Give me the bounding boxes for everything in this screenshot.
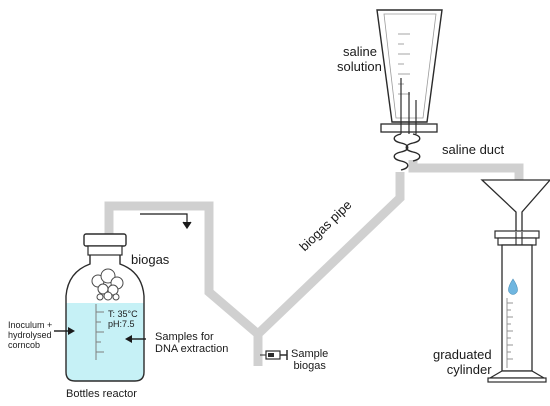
saline-solution-label-line2: solution [337,59,382,74]
cloud-bubbles-icon [91,268,124,301]
saline-solution-label: saline solution [337,44,382,74]
inoculum-arrow [54,327,75,335]
saline-duct-label: saline duct [442,142,505,157]
biogas-pipe-diagonal [254,172,405,338]
conditions-label: T: 35°C pH:7.5 [108,309,138,329]
sample-biogas-label-line1: Sample [291,348,329,360]
biogas-pipe-from-reactor [104,201,261,338]
biogas-label: biogas [131,252,170,267]
dna-samples-label: Samples for DNA extraction [155,331,228,355]
graduated-cylinder-label-line2: cylinder [446,362,492,377]
graduated-cylinder-label-line1: graduated [433,347,492,362]
inoculum-label-line2: hydrolysed [8,330,52,340]
temperature-label: T: 35°C [108,309,138,319]
bottles-reactor-label: Bottles reactor [66,388,137,400]
graduated-cylinder-label: graduated cylinder [433,347,492,377]
right-down-arrow-icon [140,213,192,230]
water-drop-icon [508,278,518,295]
inoculum-label-line1: Inoculum + [8,320,53,330]
dna-samples-label-line1: Samples for [155,331,214,343]
sample-biogas-label-line2: biogas [293,360,326,372]
inoculum-label: Inoculum + hydrolysed corncob [8,320,52,350]
saline-solution-label-line1: saline [343,44,377,59]
syringe-icon [260,350,288,360]
dna-samples-label-line2: DNA extraction [155,343,229,355]
saline-solution-container [376,9,443,171]
spring-coil-icon [393,133,421,171]
graduated-cylinder-assembly [480,179,550,383]
dna-samples-arrow [125,335,146,343]
ph-label: pH:7.5 [108,319,135,329]
inoculum-label-line3: corncob [8,340,41,350]
bottle-reactor [54,233,146,382]
sample-biogas-label: Sample biogas [291,348,328,372]
